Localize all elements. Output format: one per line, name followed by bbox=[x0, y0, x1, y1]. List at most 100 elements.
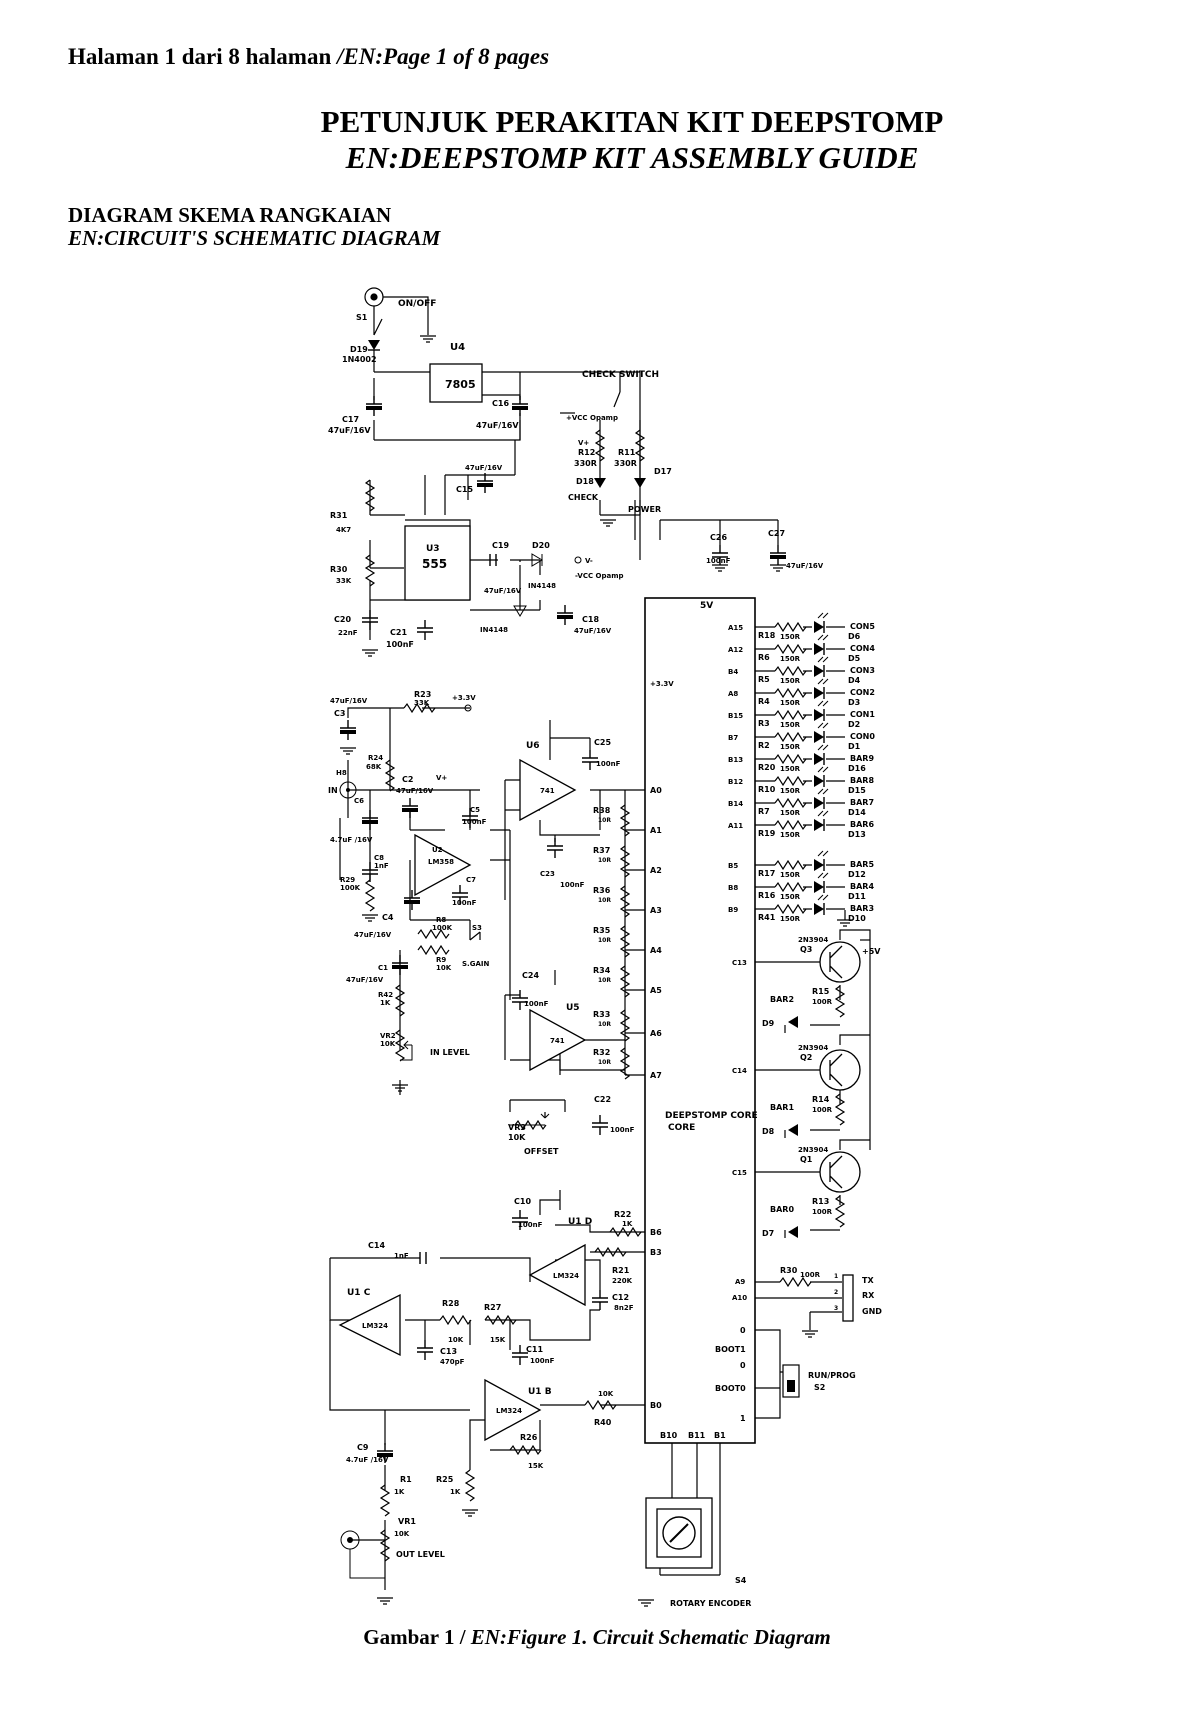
svg-text:R11: R11 bbox=[618, 448, 636, 457]
svg-text:-VCC Opamp: -VCC Opamp bbox=[575, 572, 624, 580]
resistor-r21: R21 220K bbox=[594, 1247, 633, 1285]
ladder-resistor-value: 10R bbox=[598, 857, 611, 864]
svg-text:741: 741 bbox=[540, 787, 555, 795]
svg-text:OUT LEVEL: OUT LEVEL bbox=[396, 1550, 445, 1559]
svg-text:LM324: LM324 bbox=[362, 1322, 388, 1330]
svg-text:R12: R12 bbox=[578, 448, 595, 457]
transistor-rows: C132N3904Q3R15100RBAR2D9C142N3904Q2R1410… bbox=[732, 936, 861, 1238]
svg-text:C25: C25 bbox=[594, 738, 611, 747]
svg-text:C19: C19 bbox=[492, 541, 509, 550]
page-label: Halaman 1 dari 8 halaman bbox=[68, 44, 332, 69]
led-diode: D12 bbox=[848, 870, 866, 879]
led-diode: D2 bbox=[848, 720, 860, 729]
ladder-resistor-value: 10R bbox=[598, 977, 611, 984]
svg-text:LM324: LM324 bbox=[553, 1272, 579, 1280]
svg-text:220K: 220K bbox=[612, 1277, 633, 1285]
svg-text:C6: C6 bbox=[354, 797, 364, 805]
svg-text:C16: C16 bbox=[492, 399, 509, 408]
svg-text:R42: R42 bbox=[378, 991, 393, 999]
resistor-r12: R12 330R bbox=[574, 429, 605, 468]
circuit-schematic: S1 ON/OFF D19 1N4002 U4 7805 C17 47uF/16… bbox=[328, 287, 882, 1608]
core-pin-label: A5 bbox=[650, 986, 662, 995]
led-diode: D11 bbox=[848, 892, 866, 901]
capacitor-c2: C2 47uF/16V V+ bbox=[396, 774, 447, 819]
svg-text:470pF: 470pF bbox=[440, 1358, 465, 1366]
svg-text:C15: C15 bbox=[456, 485, 473, 494]
svg-text:S2: S2 bbox=[814, 1383, 825, 1392]
svg-text:10K: 10K bbox=[380, 1040, 396, 1048]
led-pin: B13 bbox=[728, 756, 743, 764]
core-pin-label: A7 bbox=[650, 1071, 662, 1080]
svg-text:1K: 1K bbox=[450, 1488, 461, 1496]
led-resistor-value: 150R bbox=[780, 699, 801, 707]
led-connector: BAR7 bbox=[850, 798, 874, 807]
svg-text:+3.3V: +3.3V bbox=[452, 694, 476, 702]
svg-text:47uF/16V: 47uF/16V bbox=[786, 562, 824, 570]
svg-text:1N4002: 1N4002 bbox=[342, 355, 377, 364]
section-heading: DIAGRAM SKEMA RANGKAIAN bbox=[68, 203, 392, 227]
svg-text:OFFSET: OFFSET bbox=[524, 1147, 559, 1156]
led-resistor-value: 150R bbox=[780, 871, 801, 879]
led-d17: D17 POWER bbox=[628, 467, 672, 514]
led-diode: D13 bbox=[848, 830, 866, 839]
svg-text:R28: R28 bbox=[442, 1299, 460, 1308]
svg-text:C14: C14 bbox=[368, 1241, 385, 1250]
document-title-en: EN:DEEPSTOMP KIT ASSEMBLY GUIDE bbox=[345, 140, 919, 175]
svg-text:A10: A10 bbox=[732, 1294, 747, 1302]
led-resistor-value: 150R bbox=[780, 809, 801, 817]
page-header: Halaman 1 dari 8 halaman /EN:Page 1 of 8… bbox=[68, 44, 549, 70]
opamp-u1c: U1 C LM324 bbox=[338, 1288, 401, 1357]
svg-text:100nF: 100nF bbox=[386, 640, 414, 649]
svg-text:1: 1 bbox=[834, 1273, 838, 1280]
svg-text:C13: C13 bbox=[440, 1347, 457, 1356]
svg-text:TX: TX bbox=[862, 1276, 874, 1285]
transistor-part: 2N3904 bbox=[798, 1044, 828, 1052]
svg-text:R24: R24 bbox=[368, 754, 383, 762]
capacitor-c22: C22 100nF bbox=[591, 1095, 635, 1136]
svg-text:7805: 7805 bbox=[445, 378, 476, 391]
svg-text:R40: R40 bbox=[594, 1418, 612, 1427]
svg-text:15K: 15K bbox=[528, 1462, 544, 1470]
capacitor-c11: C11 100nF bbox=[511, 1344, 555, 1366]
check-switch: CHECK SWITCH +VCC Opamp V+ bbox=[566, 370, 659, 447]
core-bottom-pin-label: B11 bbox=[688, 1431, 706, 1440]
plus-5v-label: +5V bbox=[862, 947, 881, 956]
opamp-u2: U2 LM358 bbox=[414, 833, 472, 897]
capacitor-c9: C9 4.7uF /16V bbox=[346, 1442, 394, 1464]
svg-text:10K: 10K bbox=[394, 1530, 410, 1538]
resistor-r23: R23 33K +3.3V bbox=[403, 690, 476, 713]
svg-text:C22: C22 bbox=[594, 1095, 611, 1104]
svg-text:IN LEVEL: IN LEVEL bbox=[430, 1048, 470, 1057]
svg-text:C9: C9 bbox=[357, 1443, 369, 1452]
svg-text:U3: U3 bbox=[426, 544, 440, 554]
svg-text:47uF/16V: 47uF/16V bbox=[476, 421, 519, 430]
capacitor-c19: C19 47uF/16V bbox=[484, 541, 522, 595]
led-connector: BAR8 bbox=[850, 776, 874, 785]
svg-text:S1: S1 bbox=[356, 313, 368, 322]
timer-u3: U3 555 bbox=[404, 525, 471, 601]
resistor-r22: R22 1K bbox=[609, 1210, 642, 1237]
led-resistor: R20 bbox=[758, 763, 776, 772]
led-pin: B7 bbox=[728, 734, 738, 742]
resistor-r9: R9 10K bbox=[417, 945, 452, 972]
led-resistor-value: 150R bbox=[780, 633, 801, 641]
led-resistor-value: 150R bbox=[780, 743, 801, 751]
svg-text:S.GAIN: S.GAIN bbox=[462, 960, 489, 968]
led-resistor-value: 150R bbox=[780, 765, 801, 773]
opamp-u1b: U1 B LM324 bbox=[484, 1378, 552, 1442]
svg-text:C1: C1 bbox=[378, 964, 388, 972]
led-resistor: R18 bbox=[758, 631, 776, 640]
svg-text:R23: R23 bbox=[414, 690, 431, 699]
capacitor-c10: C10 100nF bbox=[511, 1197, 543, 1231]
svg-text:1K: 1K bbox=[380, 999, 391, 1007]
capacitor-c25: C25 100nF bbox=[581, 738, 621, 771]
core-pin-label: A0 bbox=[650, 786, 662, 795]
svg-text:C26: C26 bbox=[710, 533, 727, 542]
